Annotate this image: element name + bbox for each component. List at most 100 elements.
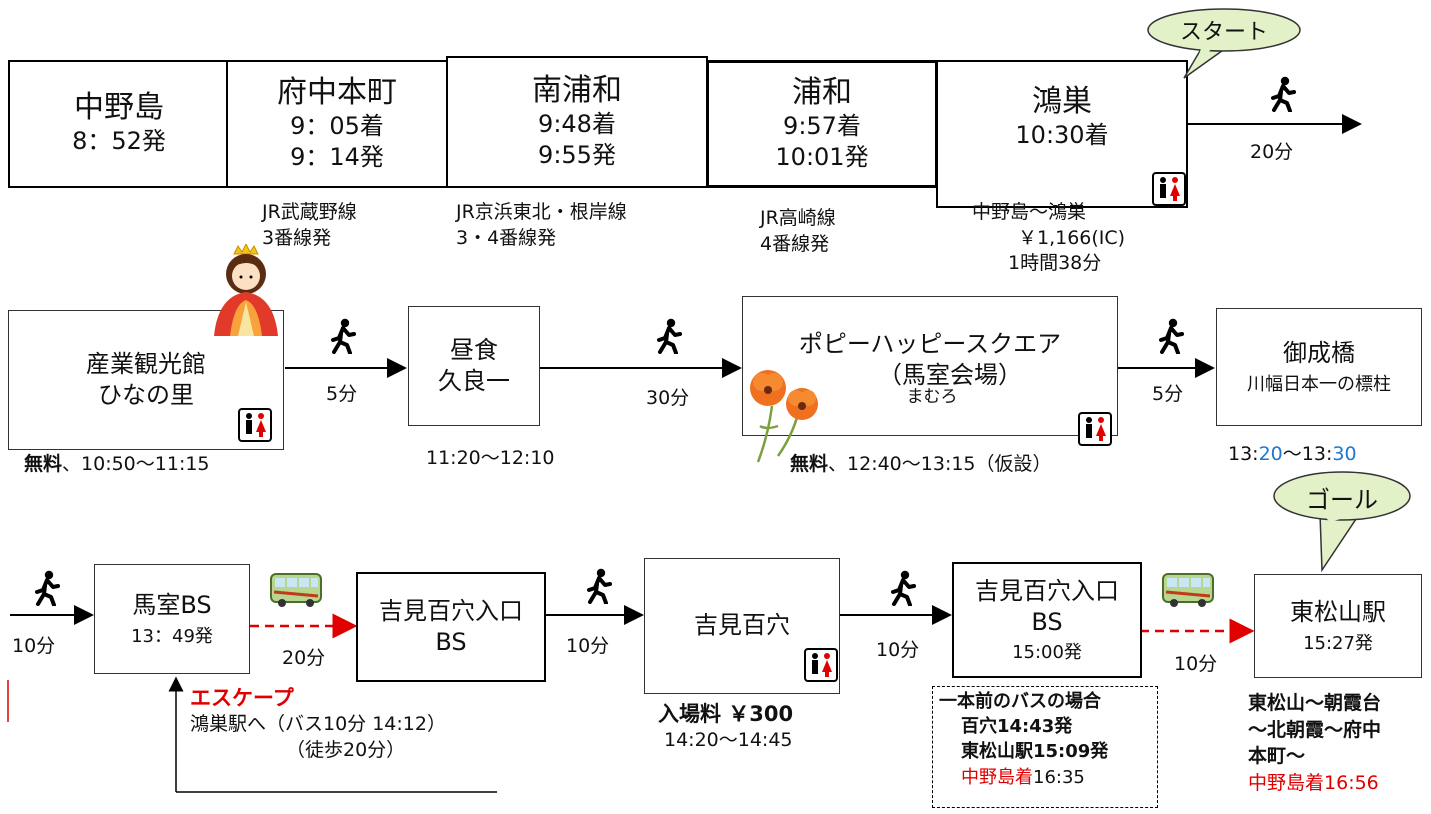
note-takasaki: JR高崎線 4番線発: [760, 206, 836, 257]
note-line: JR武蔵野線: [262, 201, 357, 223]
spot-name: 久良一: [438, 367, 510, 395]
station-time: 9：14発: [290, 143, 384, 171]
note-text: 13:: [1228, 443, 1259, 465]
walking-person-icon: [1159, 318, 1184, 354]
note-text: 、10:50～11:15: [62, 453, 210, 475]
final-route-note: 東松山～朝霞台 ～北朝霞～府中 本町～ 中野島着16:56: [1248, 690, 1381, 796]
restroom-icon: [1152, 172, 1186, 206]
note-text: 、12:40～13:15（仮設）: [828, 453, 1052, 475]
note-line: 3・4番線発: [456, 226, 557, 249]
walking-person-icon: [331, 318, 356, 354]
goal-label: ゴール: [1306, 486, 1378, 514]
note-text: 30: [1332, 443, 1357, 465]
spot-name: ポピーハッピースクエア: [798, 330, 1062, 358]
note-bold: 無料: [24, 453, 63, 475]
spot-onaribashi: 御成橋 川幅日本一の標柱: [1216, 308, 1422, 426]
note-fare: 中野島～鴻巣 ￥1,166(IC) 1時間38分: [972, 200, 1125, 277]
walking-person-icon: [35, 570, 60, 606]
spot-name: 御成橋: [1283, 339, 1355, 368]
station-name: 浦和: [792, 74, 852, 110]
spot-name: 昼食: [450, 335, 498, 364]
furigana: まむろ: [906, 387, 958, 408]
alt-bus-line: 東松山駅15:09発: [961, 741, 1109, 763]
stop-yoshimi-entrance-bs: 吉見百穴入口 BS: [356, 572, 546, 682]
alt-bus-arrival-time: 16:35: [1033, 766, 1085, 788]
station-time: 10:30着: [1015, 121, 1109, 149]
walk-time-start: 20分: [1250, 141, 1294, 163]
station-fuchuhonmachi: 府中本町 9：05着 9：14発: [226, 60, 448, 188]
station-time: 9：05着: [290, 111, 384, 140]
bus-time: 10分: [1174, 653, 1218, 675]
station-time: 15:27発: [1303, 632, 1373, 654]
route-line: ～北朝霞～府中: [1248, 718, 1382, 741]
goal-speech-bubble: [1273, 471, 1411, 573]
stop-time: 15:00発: [1012, 642, 1082, 664]
bus-icon: [1162, 573, 1214, 607]
station-urawa: 浦和 9:57着 10:01発: [706, 60, 938, 188]
escape-line: （徒歩20分）: [286, 738, 406, 761]
station-name: 南浦和: [532, 72, 622, 108]
admission-time: 14:20～14:45: [664, 729, 793, 752]
alt-bus-title: 一本前のバスの場合: [939, 691, 1101, 712]
stop-name: 馬室BS: [132, 591, 212, 620]
note-keihin: JR京浜東北・根岸線 3・4番線発: [456, 200, 627, 251]
escape-title: エスケープ: [190, 686, 294, 710]
walking-person-icon: [657, 318, 682, 354]
station-time: 10:01発: [775, 143, 869, 171]
stop-name: 吉見百穴入口: [975, 576, 1119, 605]
station-nakanoshima: 中野島 8：52発: [8, 60, 230, 188]
spot-name: （馬室会場）: [878, 361, 1022, 390]
note-line: 4番線発: [760, 232, 830, 255]
stop-name: 吉見百穴入口: [379, 596, 523, 625]
walk-time: 10分: [12, 635, 56, 657]
route-line: 東松山～朝霞台: [1248, 692, 1382, 714]
spot-name: 産業観光館: [86, 349, 206, 378]
station-time: 9:57着: [783, 111, 861, 140]
station-konosu: 鴻巣 10:30着: [936, 60, 1188, 208]
hina-doll-icon: [214, 244, 278, 336]
spot-name: ひなの里: [98, 381, 194, 409]
stop-mamuro-bs: 馬室BS 13：49発: [94, 564, 250, 674]
route-line: 本町～: [1248, 745, 1306, 768]
station-name: 中野島: [74, 90, 164, 126]
bus-time: 20分: [282, 647, 326, 669]
stop-name: BS: [1031, 608, 1063, 636]
walk-time: 10分: [566, 635, 610, 657]
admission-fee: 入場料 ￥300: [658, 702, 794, 726]
spot-subtitle: 川幅日本一の標柱: [1247, 373, 1391, 395]
admission-note: 入場料 ￥300 14:20～14:45: [658, 700, 793, 754]
walking-person-icon: [587, 568, 612, 604]
alt-bus-line: 百穴14:43発: [961, 716, 1073, 738]
walking-person-icon: [1271, 76, 1296, 112]
restroom-icon: [238, 408, 272, 442]
station-higashimatsuyama: 東松山駅 15:27発: [1254, 574, 1422, 678]
walk-time: 30分: [646, 387, 690, 409]
spot-name: 吉見百穴: [694, 611, 790, 640]
alt-bus-box: 一本前のバスの場合 百穴14:43発 東松山駅15:09発 中野島着16:35: [932, 686, 1158, 808]
note-lunch-time: 11:20～12:10: [426, 446, 555, 472]
note-line: JR高崎線: [760, 207, 836, 229]
stop-name: BS: [435, 628, 467, 656]
walk-time: 5分: [326, 383, 358, 405]
poppy-flower-icon: [750, 370, 818, 463]
note-line: JR京浜東北・根岸線: [456, 201, 627, 223]
bus-icon: [270, 573, 322, 607]
note-text: ～13:: [1282, 443, 1333, 465]
start-speech-bubble: [1147, 8, 1301, 79]
note-line: 3番線発: [262, 226, 332, 249]
note-line: 中野島～鴻巣: [972, 201, 1087, 223]
station-time: 8：52発: [72, 127, 166, 156]
station-name: 府中本町: [277, 74, 397, 110]
station-time: 9:48着: [538, 109, 616, 138]
walk-time: 5分: [1152, 383, 1184, 405]
alt-bus-arrival-label: 中野島着: [961, 766, 1033, 788]
note-line: 1時間38分: [1008, 252, 1102, 275]
station-minamiurawa: 南浦和 9:48着 9:55発: [446, 56, 708, 188]
note-text: 11:20～12:10: [426, 447, 555, 469]
station-time: 9:55発: [538, 141, 616, 169]
spot-lunch: 昼食 久良一: [408, 306, 540, 426]
escape-line: 鴻巣駅へ（バス10分 14:12）: [190, 713, 446, 736]
walking-person-icon: [891, 570, 916, 606]
walk-time: 10分: [876, 639, 920, 661]
